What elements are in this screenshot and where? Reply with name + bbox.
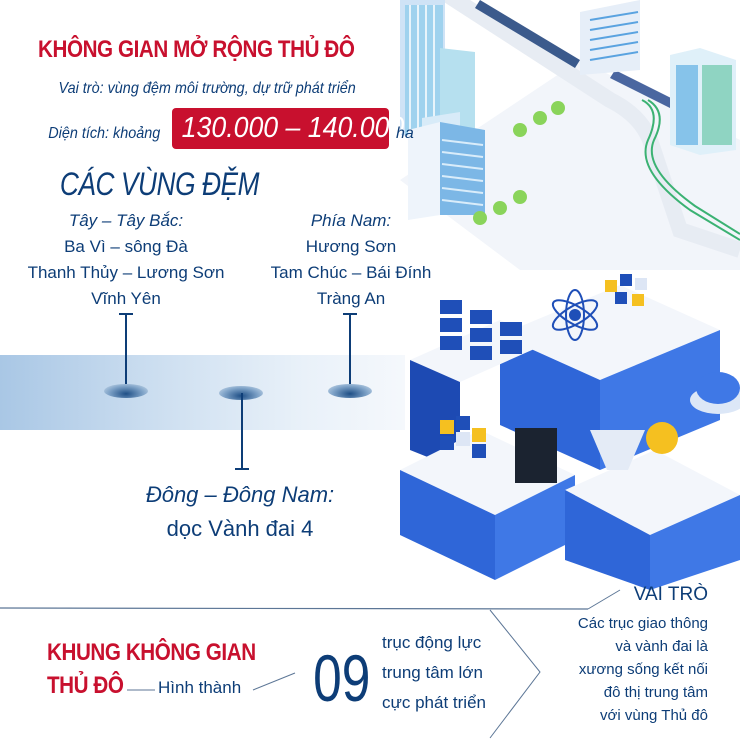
area-value-badge: 130.000 – 140.000 [172, 108, 404, 149]
role-line: Các trục giao thông [577, 615, 708, 632]
pin-disc-west [104, 384, 148, 398]
region-place: dọc Vành đai 4 [166, 516, 314, 541]
region-place: Tam Chúc – Bái Đính [270, 263, 432, 282]
area-label: Diện tích: khoảng [48, 125, 161, 142]
role-line: với vùng Thủ đô [600, 707, 708, 724]
role-heading: VAI TRÒ [633, 584, 708, 605]
pin-disc-south [328, 384, 372, 398]
pin-line-east [241, 393, 243, 469]
role-line: đô thị trung tâm [603, 684, 708, 701]
region-place: Ba Vì – sông Đà [64, 237, 188, 256]
framework-title-line2: THỦ ĐÔ [46, 672, 124, 699]
framework-item: trung tâm lớn [382, 663, 483, 682]
pin-line-south [349, 313, 351, 389]
region-place: Hương Sơn [305, 237, 397, 256]
technology-research-blocks-illustration [400, 274, 740, 590]
region-east-southeast: Đông – Đông Nam: dọc Vành đai 4 [130, 478, 350, 546]
role-line: và vành đai là [615, 638, 708, 655]
formed-label: Hình thành [158, 678, 242, 697]
area-value: 130.000 – 140.000 [181, 112, 405, 144]
framework-title-line1: KHUNG KHÔNG GIAN [46, 639, 256, 666]
framework-item: cực phát triển [382, 693, 486, 712]
role-subtitle: Vai trò: vùng đệm môi trường, dự trữ phá… [58, 80, 356, 97]
role-description: Các trục giao thông và vành đai là xương… [560, 612, 708, 727]
pin-cap-east [235, 468, 249, 470]
buffer-zones-title: CÁC VÙNG ĐỆM [59, 166, 260, 202]
region-west-northwest: Tây – Tây Bắc: Ba Vì – sông Đà Thanh Thủ… [20, 208, 232, 312]
region-heading: Phía Nam: [310, 211, 392, 230]
axes-count: 09 [313, 641, 371, 715]
region-place: Vĩnh Yên [91, 289, 161, 308]
region-south: Phía Nam: Hương Sơn Tam Chúc – Bái Đính … [262, 208, 440, 312]
framework-item: trục động lực [382, 633, 482, 652]
area-unit: ha [396, 125, 414, 142]
region-heading: Tây – Tây Bắc: [68, 211, 184, 230]
region-heading: Đông – Đông Nam: [145, 482, 335, 507]
framework-items: trục động lực trung tâm lớn cực phát tri… [382, 628, 486, 718]
city-skyline-railway-illustration [400, 0, 740, 270]
role-line: xương sống kết nối [578, 661, 708, 678]
pin-line-west [125, 313, 127, 389]
region-place: Thanh Thủy – Lương Sơn [27, 263, 225, 282]
page-title: KHÔNG GIAN MỞ RỘNG THỦ ĐÔ [38, 36, 355, 63]
framework-title: KHUNG KHÔNG GIAN THỦ ĐÔ [47, 636, 256, 702]
region-place: Tràng An [316, 289, 386, 308]
